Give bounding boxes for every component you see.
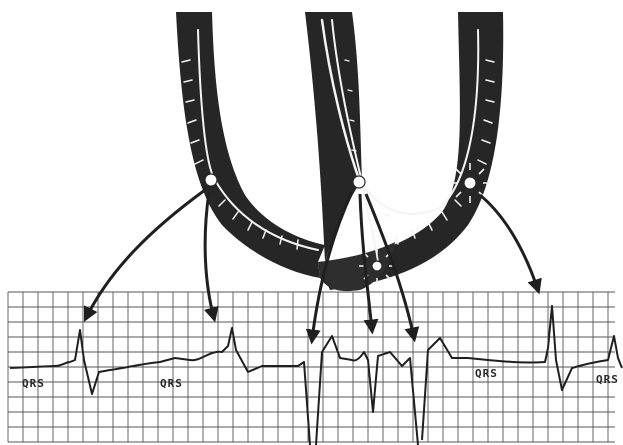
qrs-label-3: QRS xyxy=(475,367,498,380)
heart-ventricles xyxy=(176,12,503,291)
interventricular-septum xyxy=(305,12,362,262)
arrow-right-to-qrs xyxy=(480,195,538,290)
qrs-label-4: QRS xyxy=(596,373,619,386)
qrs-label-1: QRS xyxy=(22,377,45,390)
ectopic-focus-septal xyxy=(353,176,365,188)
ectopic-focus-left xyxy=(205,174,217,186)
qrs-label-2: QRS xyxy=(160,377,183,390)
ecg-grid-paper xyxy=(8,292,615,442)
